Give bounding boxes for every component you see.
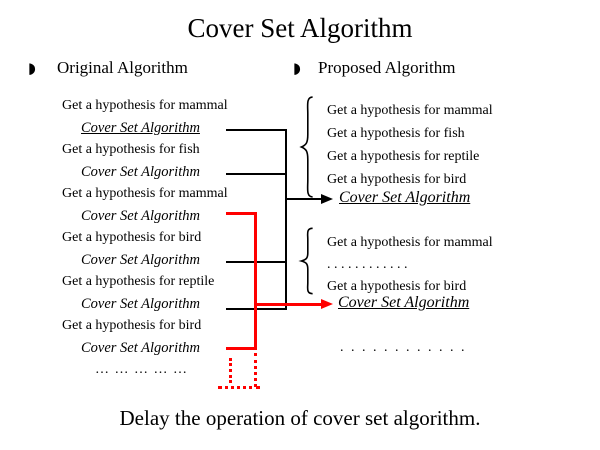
left-cover-set-call: Cover Set Algorithm xyxy=(81,208,200,224)
bullet-icon: ◗ xyxy=(28,59,36,77)
right-step: Get a hypothesis for reptile xyxy=(327,149,480,164)
bullet-icon: ◗ xyxy=(293,59,301,77)
right-cover-set-call: Cover Set Algorithm xyxy=(339,189,471,206)
right-step: Get a hypothesis for bird xyxy=(327,279,467,294)
black-arrow-shaft xyxy=(287,198,322,200)
right-trailing-ellipsis: . . . . . . . . . . . . xyxy=(340,340,467,355)
proposed-group-2: Get a hypothesis for mammal . . . . . . … xyxy=(327,232,493,298)
connector-black-h1 xyxy=(226,129,287,131)
red-arrow-icon xyxy=(321,299,333,309)
left-step: Get a hypothesis for bird xyxy=(62,230,202,245)
footer-note: Delay the operation of cover set algorit… xyxy=(119,406,481,430)
original-algorithm-list: Get a hypothesis for mammal Cover Set Al… xyxy=(62,95,292,381)
right-step: Get a hypothesis for fish xyxy=(327,126,465,141)
right-step: Get a hypothesis for mammal xyxy=(327,103,493,118)
right-cover-set-call: Cover Set Algorithm xyxy=(338,294,470,311)
left-cover-set-call: Cover Set Algorithm xyxy=(81,252,200,268)
left-step: Get a hypothesis for bird xyxy=(62,318,202,333)
left-cover-set-call: Cover Set Algorithm xyxy=(81,164,200,180)
slide-title: Cover Set Algorithm xyxy=(187,13,413,43)
brace-icon xyxy=(299,95,315,199)
right-heading: Proposed Algorithm xyxy=(318,58,456,77)
connector-red-h1 xyxy=(226,212,257,215)
connector-red-dotted-vertical-right xyxy=(254,353,257,387)
right-step: Get a hypothesis for mammal xyxy=(327,235,493,250)
connector-red-vertical xyxy=(254,212,257,350)
connector-black-vertical xyxy=(285,129,287,310)
connector-black-h2 xyxy=(226,173,287,175)
connector-red-dotted-vertical-left xyxy=(229,358,232,383)
left-heading: Original Algorithm xyxy=(57,58,188,77)
proposed-group-1: Get a hypothesis for mammal Get a hypoth… xyxy=(327,99,493,191)
left-step: Get a hypothesis for mammal xyxy=(62,186,228,201)
black-arrow-icon xyxy=(321,194,333,204)
left-step: Get a hypothesis for mammal xyxy=(62,98,228,113)
connector-red-h2 xyxy=(226,347,257,350)
left-step: Get a hypothesis for reptile xyxy=(62,274,215,289)
left-cover-set-call: Cover Set Algorithm xyxy=(81,296,200,312)
left-cover-set-call: Cover Set Algorithm xyxy=(81,120,200,136)
left-ellipsis: … … … … … xyxy=(95,362,188,377)
red-arrow-shaft xyxy=(257,303,321,306)
right-ellipsis: . . . . . . . . . . . . xyxy=(327,257,408,272)
brace-icon xyxy=(299,227,315,295)
right-step: Get a hypothesis for bird xyxy=(327,172,467,187)
left-cover-set-call: Cover Set Algorithm xyxy=(81,340,200,356)
connector-red-dotted-horizontal xyxy=(218,386,260,389)
left-step: Get a hypothesis for fish xyxy=(62,142,200,157)
